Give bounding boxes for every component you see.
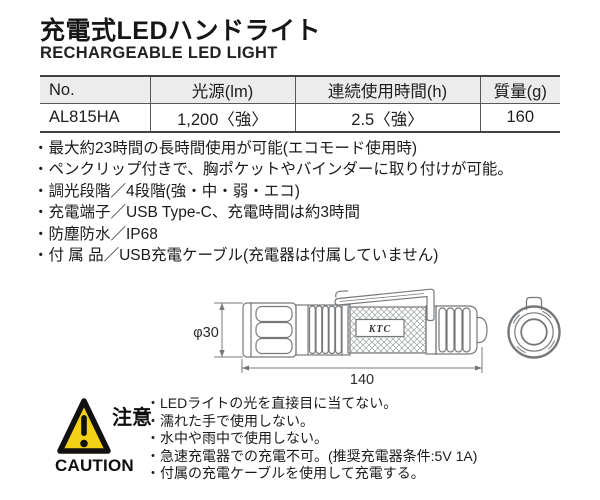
spec-col-header-lumen: 光源(lm)	[149, 76, 295, 104]
page-subtitle: RECHARGEABLE LED LIGHT	[40, 44, 278, 62]
flashlight-tail	[425, 305, 488, 355]
feature-item: ・充電端子／USB Type-C、充電時間は約3時間	[33, 204, 360, 222]
caution-list: ・LEDライトの光を直接目に当てない。 ・濡れた手で使用しない。 ・水中や雨中で…	[146, 395, 477, 483]
brand-plate: KTC	[355, 318, 405, 338]
caution-item: ・水中や雨中で使用しない。	[146, 430, 328, 447]
spec-cell-runtime: 2.5〈強〉	[294, 103, 480, 132]
caution-label-jp: 注意	[112, 407, 152, 429]
exclamation-dot	[80, 439, 88, 448]
caution-item: ・付属の充電ケーブルを使用して充電する。	[146, 465, 425, 482]
feature-list: ・最大約23時間の長時間使用が可能(エコモード使用時) ・ペンクリップ付きで、胸…	[33, 138, 513, 266]
feature-item: ・調光段階／4段階(強・中・弱・エコ)	[33, 182, 300, 200]
diameter-dimension	[214, 302, 243, 358]
feature-item: ・防塵防水／IP68	[33, 225, 158, 243]
spec-cell-lumen: 1,200〈強〉	[149, 103, 295, 132]
length-label: 140	[350, 372, 374, 388]
spec-col-header-no: No.	[40, 76, 150, 104]
spec-header-row: No. 光源(lm) 連続使用時間(h) 質量(g)	[40, 76, 560, 104]
caution-item: ・急速充電器での充電不可。(推奨充電器条件:5V 1A)	[146, 447, 478, 464]
caution-item: ・LEDライトの光を直接目に当てない。	[146, 395, 398, 411]
flashlight-head	[242, 302, 297, 358]
spec-data-row: AL815HA 1,200〈強〉 2.5〈強〉 160	[40, 103, 560, 132]
warning-triangle-icon	[57, 398, 111, 454]
spec-col-header-runtime: 連続使用時間(h)	[294, 76, 480, 104]
caution-item: ・濡れた手で使用しない。	[146, 412, 314, 429]
brand-label: KTC	[368, 324, 391, 335]
spec-cell-model: AL815HA	[49, 108, 120, 126]
spec-col-header-mass: 質量(g)	[479, 76, 560, 104]
feature-item: ・最大約23時間の長時間使用が可能(エコモード使用時)	[33, 140, 418, 157]
tail-switch-button	[477, 316, 488, 344]
feature-item: ・付 属 品／USB充電ケーブル(充電器は付属していません)	[33, 247, 439, 265]
exclamation-bar	[81, 415, 87, 436]
diameter-label: φ30	[193, 325, 219, 341]
flashlight-side-view: KTC	[214, 288, 488, 373]
page-title: 充電式LEDハンドライト	[40, 17, 322, 45]
feature-item: ・ペンクリップ付きで、胸ポケットやバインダーに取り付けが可能。	[33, 161, 513, 179]
spec-table: No. 光源(lm) 連続使用時間(h) 質量(g) AL815HA 1,200…	[40, 75, 560, 133]
flashlight-knurl-ring	[295, 304, 351, 356]
caution-label-en: CAUTION	[55, 456, 134, 475]
pen-clip	[334, 288, 435, 322]
length-dimension	[241, 347, 483, 373]
flashlight-end-view	[507, 296, 561, 359]
flashlight-technical-drawing: KTC	[193, 288, 561, 388]
spec-cell-mass: 160	[479, 103, 560, 132]
